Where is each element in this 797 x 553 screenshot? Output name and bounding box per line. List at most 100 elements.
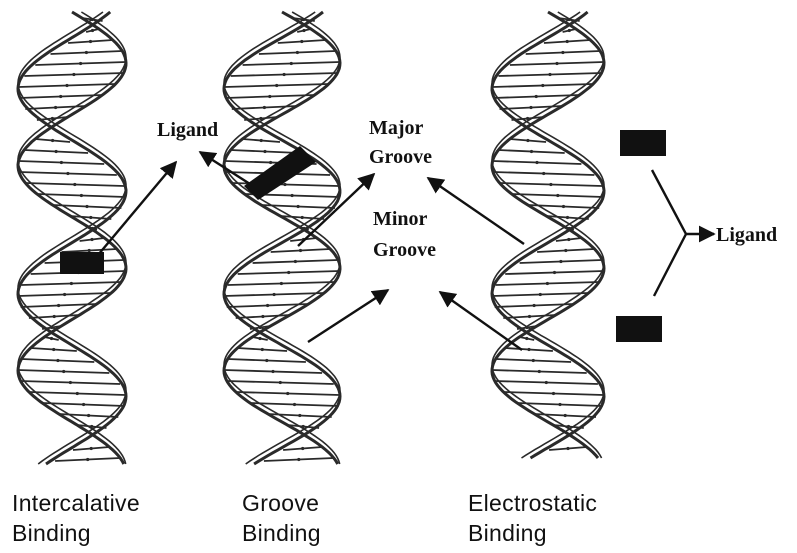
- base-dot: [52, 348, 55, 351]
- base-dot: [273, 293, 276, 296]
- base-dot: [60, 161, 63, 164]
- major-groove-label-line1: Major: [369, 117, 424, 139]
- base-dot: [287, 271, 290, 274]
- base-dot: [562, 205, 565, 208]
- caption-intercalative-line1: Intercalative: [12, 488, 140, 518]
- base-dot: [266, 304, 269, 307]
- base-dot: [286, 392, 289, 395]
- base-dot: [56, 359, 59, 362]
- base-dot: [258, 337, 261, 340]
- base-dot: [65, 84, 68, 87]
- base-dot: [299, 249, 302, 252]
- base-dot: [301, 447, 304, 450]
- caption-electrostatic: Electrostatic Binding: [468, 488, 597, 548]
- base-dot: [91, 18, 94, 21]
- base-dot: [259, 117, 262, 120]
- base-dot: [298, 414, 301, 417]
- arrow-electrostatic-to-major: [428, 178, 524, 244]
- base-dot: [568, 29, 571, 32]
- base-dot: [545, 381, 548, 384]
- base-dot: [73, 183, 76, 186]
- base-dot: [265, 359, 268, 362]
- base-dot: [527, 348, 530, 351]
- base-dot: [59, 95, 62, 98]
- base-dot: [297, 205, 300, 208]
- base-dot: [69, 381, 72, 384]
- base-dot: [279, 381, 282, 384]
- dna-backbone-strand: [18, 12, 126, 464]
- base-dot: [303, 227, 306, 230]
- base-dot: [297, 458, 300, 461]
- base-dot: [302, 18, 305, 21]
- base-dot: [553, 271, 556, 274]
- base-dot: [564, 414, 567, 417]
- base-dot: [528, 315, 531, 318]
- base-dot: [89, 216, 92, 219]
- base-dot: [538, 370, 541, 373]
- base-dot: [525, 337, 528, 340]
- base-dot: [548, 73, 551, 76]
- base-dot: [271, 370, 274, 373]
- ligand-block-intercalated: [60, 252, 104, 274]
- dna-helix-intercalative: [18, 12, 126, 464]
- base-dot: [55, 150, 58, 153]
- caption-intercalative: Intercalative Binding: [12, 488, 140, 548]
- base-dot: [87, 414, 90, 417]
- base-dot: [91, 29, 94, 32]
- base-dot: [300, 40, 303, 43]
- base-dot: [526, 117, 529, 120]
- base-dot: [283, 183, 286, 186]
- ligand-label-left: Ligand: [157, 119, 218, 141]
- base-dot: [268, 95, 271, 98]
- base-dot: [561, 51, 564, 54]
- caption-groove-line2: Binding: [242, 518, 321, 548]
- base-dot: [76, 392, 79, 395]
- base-dot: [533, 304, 536, 307]
- caption-intercalative-line2: Binding: [12, 518, 140, 548]
- base-dot: [269, 161, 272, 164]
- base-dot: [82, 403, 85, 406]
- base-dot: [290, 62, 293, 65]
- caption-groove: Groove Binding: [242, 488, 321, 548]
- base-dot: [88, 249, 91, 252]
- major-groove-label-line2: Groove: [369, 146, 432, 168]
- base-dot: [567, 425, 570, 428]
- base-dot: [294, 260, 297, 263]
- base-dot: [261, 348, 264, 351]
- base-dot: [532, 359, 535, 362]
- base-dot: [80, 194, 83, 197]
- base-dot: [568, 227, 571, 230]
- base-dot: [263, 150, 266, 153]
- base-dot: [566, 447, 569, 450]
- base-dot: [535, 95, 538, 98]
- caption-electrostatic-line2: Binding: [468, 518, 597, 548]
- base-dot: [260, 139, 263, 142]
- base-dot: [85, 51, 88, 54]
- base-dot: [566, 216, 569, 219]
- ligand-block-electrostatic-top: [620, 130, 666, 156]
- base-dot: [261, 315, 264, 318]
- base-dot: [302, 29, 305, 32]
- base-dot: [541, 84, 544, 87]
- base-dot: [564, 249, 567, 252]
- base-dot: [280, 282, 283, 285]
- base-dot: [66, 172, 69, 175]
- base-dot: [51, 139, 54, 142]
- base-dot: [556, 194, 559, 197]
- base-dot: [79, 62, 82, 65]
- base-dot: [301, 216, 304, 219]
- dna-backbone-strand: [224, 12, 340, 464]
- base-dot: [558, 403, 561, 406]
- base-dot: [90, 425, 93, 428]
- base-dot: [539, 293, 542, 296]
- base-dot: [259, 326, 262, 329]
- base-dot: [50, 337, 53, 340]
- base-dot: [283, 73, 286, 76]
- bracket-to-ligand: [652, 170, 686, 296]
- base-dot: [90, 238, 93, 241]
- base-dot: [529, 106, 532, 109]
- base-dot: [91, 227, 94, 230]
- base-dot: [567, 238, 570, 241]
- base-dot: [275, 84, 278, 87]
